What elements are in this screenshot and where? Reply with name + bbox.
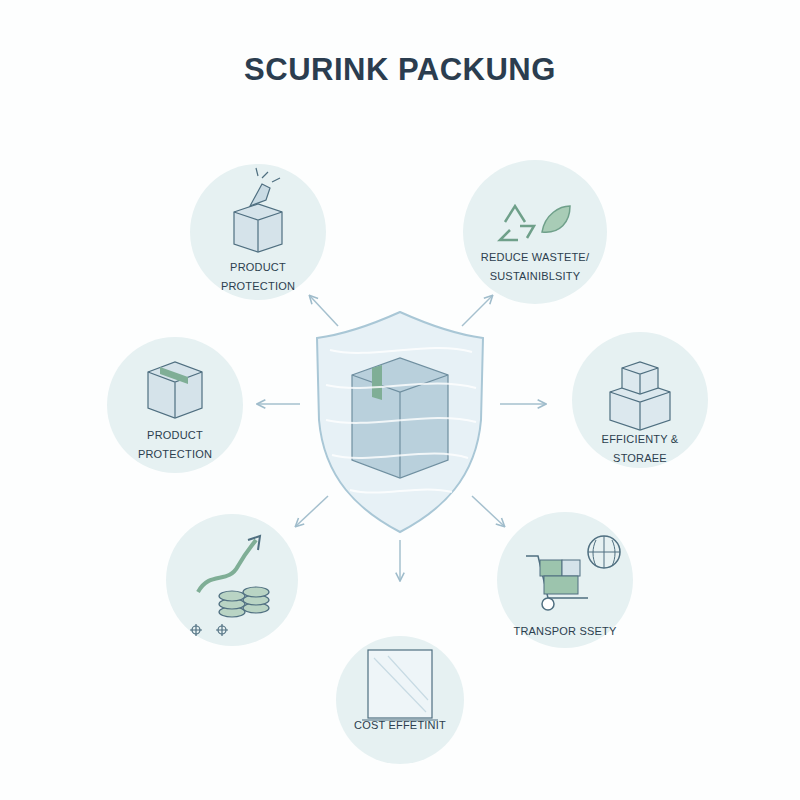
benefit-label: EFFICIENTY & STORAEE (590, 430, 690, 468)
benefit-label: COST EFFETINIT (340, 716, 460, 735)
box-icon (234, 204, 282, 252)
film-icon (362, 650, 438, 720)
circle-outline (572, 332, 708, 468)
circle-shape (190, 164, 326, 300)
recycle-icon (500, 206, 534, 240)
hand-truck-icon (588, 536, 620, 568)
circle-outline (463, 160, 607, 304)
growth-coins-icon (218, 626, 226, 634)
box-icon (148, 372, 202, 418)
benefit-circle: COST EFFETINIT (336, 636, 464, 764)
growth-coins-icon (219, 599, 245, 609)
diagram-title: SCURINK PACKUNG (0, 52, 800, 88)
growth-coins-icon (243, 595, 269, 605)
hand-truck-icon (540, 560, 562, 576)
benefit-circle: PRODUCT PROTECTION (107, 337, 243, 473)
shield (372, 365, 382, 400)
circle-shape (572, 332, 708, 468)
growth-coins-icon (198, 540, 256, 592)
arrow (258, 403, 300, 405)
circle-shape (336, 636, 464, 764)
box-icon (234, 168, 282, 252)
growth-coins-icon (219, 591, 245, 601)
growth-coins-icon (192, 626, 200, 634)
growth-coins-icon (243, 603, 269, 613)
hand-truck-icon (544, 576, 578, 594)
growth-coins-icon (243, 587, 269, 597)
shield (326, 348, 476, 493)
benefit-circle (166, 514, 298, 646)
benefit-label: REDUCE WASTETE/ SUSTAINIBLSITY (465, 248, 605, 286)
arrow (258, 296, 545, 580)
hand-truck-icon (562, 560, 580, 576)
film-icon (374, 656, 428, 712)
stacked-boxes-icon (622, 362, 658, 394)
stacked-boxes-icon (610, 362, 670, 430)
stacked-boxes-icon (622, 368, 658, 394)
hand-truck-icon (526, 536, 620, 610)
growth-coins-icon (219, 607, 245, 617)
arrow (462, 296, 492, 326)
circle-shape (463, 160, 607, 304)
hand-truck-icon (542, 598, 554, 610)
box-icon (160, 367, 188, 384)
recycle-icon (500, 206, 570, 240)
shield (317, 312, 483, 532)
shield (317, 312, 483, 532)
benefit-label: TRANSPOR SSETY (505, 622, 625, 641)
box-icon (148, 362, 202, 418)
hand-truck-icon (588, 536, 620, 568)
arrow (472, 496, 504, 526)
box-icon (256, 168, 280, 182)
benefit-circle: TRANSPOR SSETY (497, 512, 633, 648)
growth-coins-icon (248, 536, 260, 550)
shield (399, 392, 400, 478)
arrow (500, 403, 545, 405)
stacked-boxes-icon (610, 382, 670, 430)
growth-coins-icon (190, 536, 269, 636)
benefit-label: PRODUCT PROTECTION (193, 258, 323, 296)
box-icon (234, 212, 282, 252)
benefit-circle: REDUCE WASTETE/ SUSTAINIBLSITY (463, 160, 607, 304)
arrow (399, 540, 401, 580)
arrow (296, 496, 328, 526)
recycle-icon (542, 206, 570, 232)
circle-shape (107, 337, 243, 473)
circle-outline (336, 636, 464, 764)
film-icon (362, 719, 438, 720)
benefit-label: PRODUCT PROTECTION (130, 426, 220, 464)
box-icon (148, 362, 202, 418)
growth-coins-icon (190, 624, 228, 636)
benefit-circle: EFFICIENTY & STORAEE (572, 332, 708, 468)
hand-truck-icon (526, 556, 588, 598)
box-icon (250, 184, 270, 206)
stacked-boxes-icon (610, 392, 670, 430)
film-icon (368, 650, 432, 718)
circle-shape (497, 512, 633, 648)
circle-outline (190, 164, 326, 300)
benefit-circle: PRODUCT PROTECTION (190, 164, 326, 300)
arrow (310, 296, 338, 326)
